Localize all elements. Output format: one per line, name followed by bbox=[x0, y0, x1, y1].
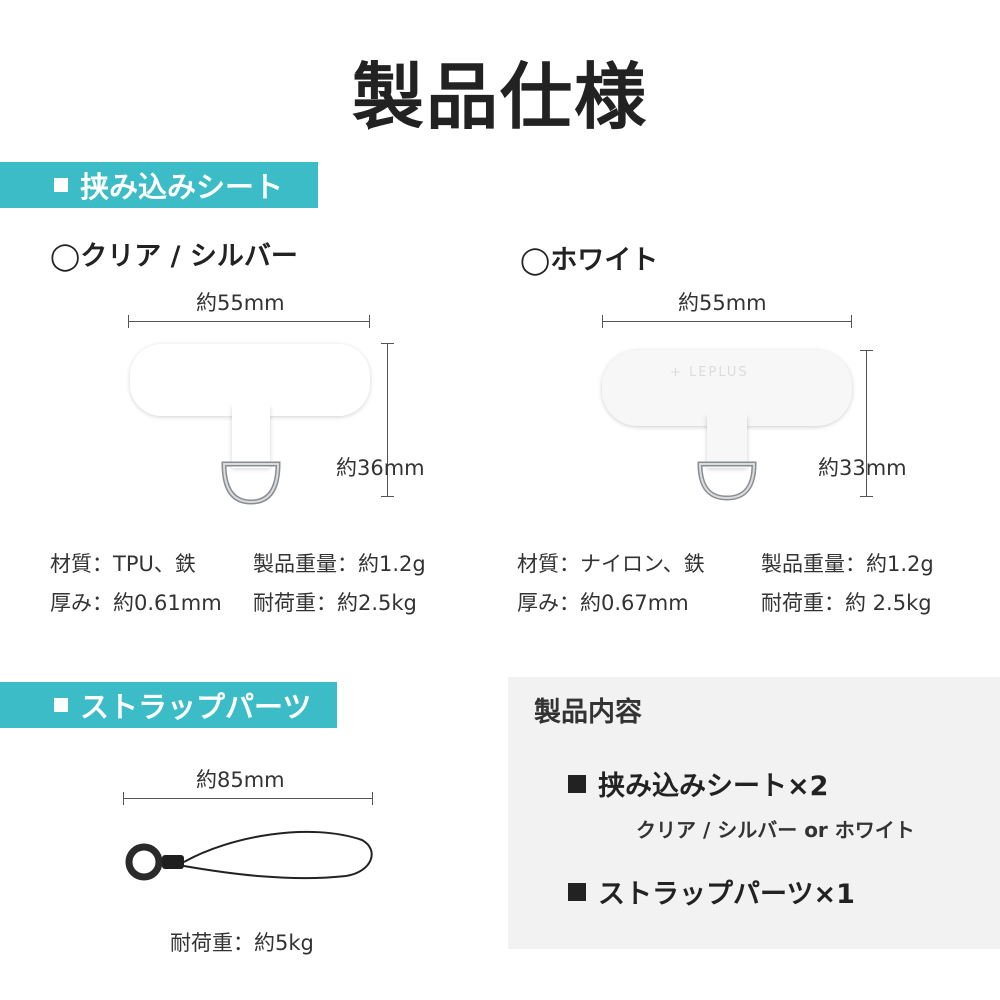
leplus-logo: + LEPLUS bbox=[670, 365, 749, 380]
white-spec-weight: 製品重量：約1.2g bbox=[761, 552, 934, 576]
white-sheet-image: + LEPLUS bbox=[602, 350, 852, 501]
white-width-label: 約55mm bbox=[678, 291, 767, 315]
variant-clear-name: ◯クリア / シルバー bbox=[50, 241, 298, 272]
sheet-section-label: 挟み込みシート bbox=[80, 170, 284, 204]
clear-spec-load: 耐荷重：約2.5kg bbox=[253, 591, 417, 615]
clear-spec-thickness: 厚み：約0.61mm bbox=[50, 591, 222, 615]
strap-section-label: ストラップパーツ bbox=[80, 690, 312, 724]
square-bullet-icon bbox=[568, 774, 586, 793]
contents-box bbox=[508, 677, 1000, 949]
clear-spec-weight: 製品重量：約1.2g bbox=[253, 552, 426, 576]
contents-item-sheet-variants: クリア / シルバー or ホワイト bbox=[636, 818, 915, 842]
contents-item-sheet: 挟み込みシート×2 bbox=[568, 764, 828, 803]
clear-spec-material: 材質：TPU、鉄 bbox=[50, 552, 196, 576]
variant-white-name: ◯ホワイト bbox=[520, 245, 659, 276]
strap-length-dimension-line bbox=[123, 792, 373, 805]
white-height-label: 約33mm bbox=[818, 456, 907, 480]
strap-section-band: ストラップパーツ bbox=[0, 682, 337, 728]
white-width-dimension-line bbox=[602, 315, 852, 328]
contents-item-strap: ストラップパーツ×1 bbox=[568, 872, 855, 911]
white-spec-material: 材質：ナイロン、鉄 bbox=[517, 552, 705, 576]
clear-width-label: 約55mm bbox=[196, 291, 285, 315]
clear-height-dimension-line bbox=[381, 343, 394, 497]
strap-parts-image bbox=[125, 830, 373, 881]
square-bullet-icon bbox=[568, 882, 586, 901]
clear-height-label: 約36mm bbox=[336, 456, 425, 480]
clear-sheet-image bbox=[130, 344, 370, 505]
strap-load-label: 耐荷重：約5kg bbox=[170, 931, 314, 955]
white-spec-load: 耐荷重：約 2.5kg bbox=[761, 591, 932, 615]
white-spec-thickness: 厚み：約0.67mm bbox=[517, 591, 689, 615]
square-bullet-icon bbox=[54, 698, 68, 712]
clear-width-dimension-line bbox=[128, 315, 370, 328]
square-bullet-icon bbox=[54, 178, 68, 192]
white-height-dimension-line bbox=[860, 350, 873, 497]
contents-item-strap-label: ストラップパーツ×1 bbox=[598, 879, 855, 910]
strap-length-label: 約85mm bbox=[196, 768, 285, 792]
contents-item-sheet-label: 挟み込みシート×2 bbox=[598, 771, 829, 802]
sheet-section-band: 挟み込みシート bbox=[0, 162, 318, 208]
page-title: 製品仕様 bbox=[351, 55, 648, 139]
contents-title: 製品内容 bbox=[534, 697, 642, 728]
